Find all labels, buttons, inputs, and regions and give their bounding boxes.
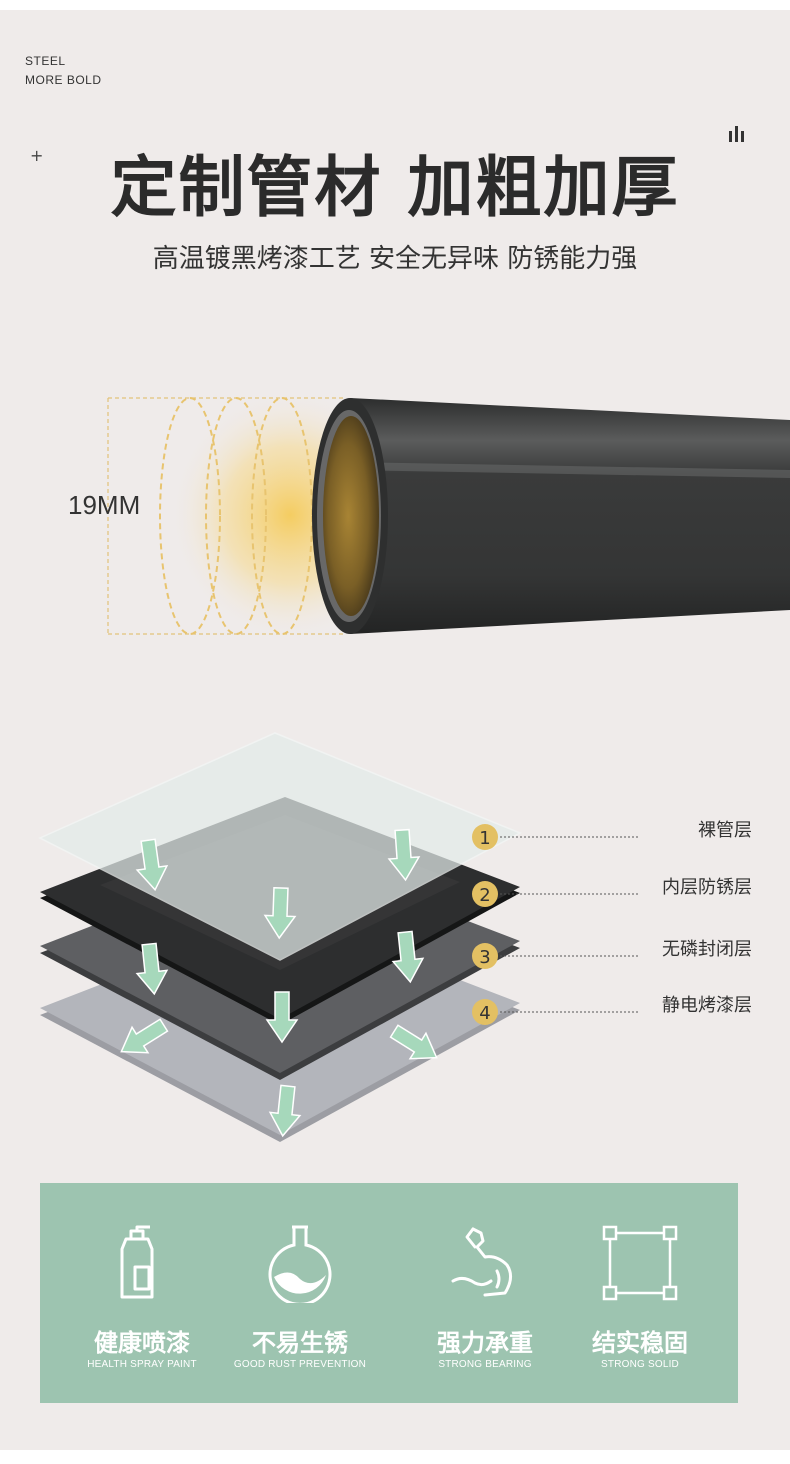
feature-good-rust-prevention: 不易生锈 GOOD RUST PREVENTION xyxy=(220,1183,380,1403)
layer-label-1: 裸管层 xyxy=(698,820,752,841)
layer-label-4: 静电烤漆层 xyxy=(662,995,752,1016)
svg-text:2: 2 xyxy=(479,885,490,906)
product-detail-page: STEEL MORE BOLD + 定制管材 加粗加厚 高温镀黑烤漆工艺 安全无… xyxy=(0,10,790,1450)
svg-text:4: 4 xyxy=(479,1003,490,1024)
feature-name: 不易生锈 xyxy=(252,1329,348,1357)
page-title: 定制管材 加粗加厚 xyxy=(110,149,680,226)
pipe-illustration xyxy=(107,390,790,640)
bars-icon xyxy=(729,126,747,142)
page-subtitle: 高温镀黑烤漆工艺 安全无异味 防锈能力强 xyxy=(152,244,638,274)
coating-layers-illustration: 1 2 3 4 xyxy=(38,732,640,1142)
flexed-arm-icon xyxy=(451,1227,512,1297)
feature-strong-solid: 结实稳固 STRONG SOLID xyxy=(560,1183,720,1403)
feature-subtitle: STRONG SOLID xyxy=(601,1359,679,1370)
svg-text:3: 3 xyxy=(479,947,490,968)
feature-name: 强力承重 xyxy=(437,1329,533,1357)
svg-text:1: 1 xyxy=(479,828,490,849)
layer-label-2: 内层防锈层 xyxy=(662,877,752,898)
feature-health-spray-paint: 健康喷漆 HEALTH SPRAY PAINT xyxy=(62,1183,222,1403)
ring-outline-2 xyxy=(205,397,267,635)
layer-badge-1: 1 xyxy=(472,824,640,850)
ring-outline-1 xyxy=(159,397,221,635)
feature-subtitle: GOOD RUST PREVENTION xyxy=(233,1359,367,1370)
layer-badge-3: 3 xyxy=(472,943,640,969)
layer-label-3: 无磷封闭层 xyxy=(662,939,752,960)
layer-badge-2: 2 xyxy=(472,881,640,907)
layer-1-plate xyxy=(38,732,522,961)
diameter-label: 19MM xyxy=(68,490,141,520)
pipe-body xyxy=(350,398,790,634)
tagline-line-1: STEEL xyxy=(25,54,66,68)
square-frame-icon xyxy=(602,1225,678,1301)
pipe-opening xyxy=(323,416,379,616)
feature-name: 健康喷漆 xyxy=(94,1329,190,1357)
spray-can-icon xyxy=(120,1225,154,1299)
feature-subtitle: STRONG BEARING xyxy=(438,1359,532,1370)
layer-badge-4: 4 xyxy=(472,999,640,1025)
plus-icon: + xyxy=(30,146,44,165)
features-panel: 健康喷漆 HEALTH SPRAY PAINT 不易生锈 GOOD RUST P… xyxy=(40,1183,738,1403)
feature-strong-bearing: 强力承重 STRONG BEARING xyxy=(405,1183,565,1403)
tagline-line-2: MORE BOLD xyxy=(25,73,102,87)
feature-name: 结实稳固 xyxy=(592,1329,688,1357)
feature-subtitle: HEALTH SPRAY PAINT xyxy=(87,1359,197,1370)
tagline: STEEL MORE BOLD xyxy=(25,52,102,90)
flask-icon xyxy=(268,1225,332,1303)
